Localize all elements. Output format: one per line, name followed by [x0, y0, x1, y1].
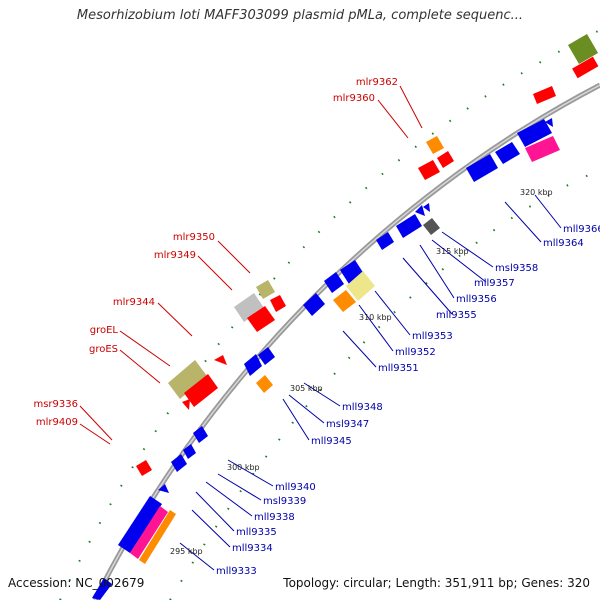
feature-blue[interactable] — [258, 347, 275, 365]
feature-red[interactable] — [418, 160, 440, 180]
feature-blue[interactable] — [92, 578, 112, 600]
gene-label[interactable]: mll9351 — [378, 363, 419, 374]
tick-label: 300 kbp — [227, 463, 260, 472]
feature-red[interactable] — [247, 306, 275, 332]
topology-summary: Topology: circular; Length: 351,911 bp; … — [283, 576, 590, 590]
feature-blue[interactable] — [415, 205, 425, 216]
reverse-labels: mll9366 mll9364 msl9358 mll9357 mll9356 … — [216, 224, 600, 577]
feature-blue[interactable] — [183, 444, 196, 459]
gene-label[interactable]: mll9364 — [543, 238, 584, 249]
gene-label[interactable]: groEL — [90, 325, 119, 336]
feature-blue[interactable] — [517, 119, 552, 147]
feature-blue[interactable] — [244, 354, 262, 376]
reverse-leaders — [179, 194, 562, 571]
backbone-arc — [92, 82, 600, 600]
feature-blue[interactable] — [495, 142, 520, 164]
feature-red[interactable] — [182, 399, 190, 410]
accession-text: Accession: NC_002679 — [8, 576, 145, 590]
feature-red[interactable] — [533, 86, 556, 104]
gene-label[interactable]: groES — [89, 344, 118, 355]
gene-label[interactable]: mll9340 — [275, 482, 316, 493]
feature-olive[interactable] — [567, 33, 599, 65]
gene-label[interactable]: mlr9350 — [173, 232, 215, 243]
gene-label[interactable]: mll9352 — [395, 347, 436, 358]
feature-orange[interactable] — [426, 136, 444, 154]
gene-label[interactable]: mlr9360 — [333, 93, 375, 104]
feature-red[interactable] — [270, 295, 286, 312]
feature-red[interactable] — [136, 460, 152, 476]
gene-label[interactable]: mlr9362 — [356, 77, 398, 88]
gene-label[interactable]: mlr9409 — [36, 417, 78, 428]
feature-orange[interactable] — [333, 290, 356, 312]
gene-label[interactable]: mll9357 — [474, 278, 515, 289]
feature-blue[interactable] — [158, 484, 169, 493]
tick-label: 320 kbp — [520, 188, 553, 197]
feature-pink[interactable] — [525, 136, 560, 162]
gene-label[interactable]: msl9339 — [263, 496, 306, 507]
feature-khaki[interactable] — [168, 360, 207, 399]
feature-blue[interactable] — [171, 454, 187, 472]
gene-label[interactable]: mll9355 — [436, 310, 477, 321]
feature-blue[interactable] — [193, 426, 208, 443]
feature-red[interactable] — [572, 56, 599, 79]
tick-labels: 295 kbp 300 kbp 305 kbp 310 kbp 315 kbp … — [170, 188, 553, 556]
gene-label[interactable]: mlr9349 — [154, 250, 196, 261]
gene-label[interactable]: mlr9344 — [113, 297, 155, 308]
tick-label: 295 kbp — [170, 547, 203, 556]
gene-label[interactable]: msl9358 — [495, 263, 538, 274]
feature-blue[interactable] — [423, 203, 430, 212]
feature-gray[interactable] — [234, 293, 264, 322]
gene-label[interactable]: mll9348 — [342, 402, 383, 413]
feature-pink[interactable] — [130, 506, 168, 559]
tick-label: 315 kbp — [436, 247, 469, 256]
tick-label: 305 kbp — [290, 384, 323, 393]
gene-label[interactable]: mll9333 — [216, 566, 257, 577]
reverse-features — [92, 118, 560, 600]
feature-darkgray[interactable] — [423, 218, 440, 235]
forward-labels: mlr9362 mlr9360 mlr9350 mlr9349 mlr9344 … — [33, 77, 398, 428]
feature-blue[interactable] — [376, 232, 394, 250]
feature-orange[interactable] — [139, 510, 176, 564]
feature-blue[interactable] — [466, 154, 498, 182]
forward-leaders — [79, 85, 423, 445]
tick-label: 310 kbp — [359, 313, 392, 322]
feature-blue[interactable] — [118, 496, 162, 553]
feature-red[interactable] — [214, 355, 227, 365]
feature-red[interactable] — [184, 374, 218, 407]
feature-red[interactable] — [437, 151, 454, 168]
gene-label[interactable]: msl9347 — [326, 419, 369, 430]
gene-label[interactable]: mll9345 — [311, 436, 352, 447]
page-title: Mesorhizobium loti MAFF303099 plasmid pM… — [76, 8, 524, 23]
feature-blue[interactable] — [545, 118, 553, 127]
gene-label[interactable]: mll9338 — [254, 512, 295, 523]
feature-orange[interactable] — [256, 375, 273, 393]
backbone-highlight — [94, 84, 600, 600]
gene-label[interactable]: mll9353 — [412, 331, 453, 342]
feature-yellow[interactable] — [346, 271, 375, 301]
gene-label[interactable]: mll9356 — [456, 294, 497, 305]
feature-blue[interactable] — [303, 293, 325, 316]
feature-khaki[interactable] — [256, 280, 275, 299]
gene-label[interactable]: mll9366 — [563, 224, 600, 235]
gene-label[interactable]: msr9336 — [33, 399, 78, 410]
feature-blue[interactable] — [396, 214, 422, 238]
feature-blue[interactable] — [324, 272, 344, 293]
forward-features — [136, 33, 599, 476]
gene-label[interactable]: mll9335 — [236, 527, 277, 538]
gene-label[interactable]: mll9334 — [232, 543, 273, 554]
